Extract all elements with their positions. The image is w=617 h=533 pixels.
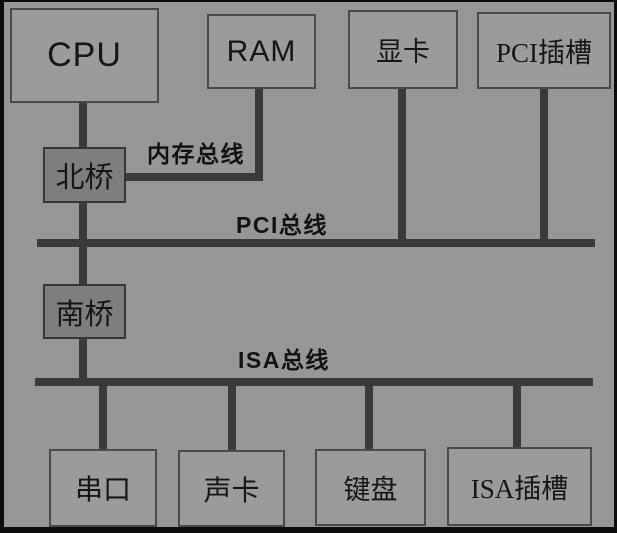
sound-card-box: 声卡 [178, 450, 285, 527]
keyboard-label: 键盘 [343, 475, 398, 505]
serial-port-label: 串口 [74, 475, 131, 506]
south-bridge-label: 南桥 [55, 298, 114, 331]
ram-label: RAM [226, 34, 297, 68]
south-bridge-box: 南桥 [43, 284, 126, 339]
connector-southbridge-isabus [79, 337, 87, 382]
isa-bus-label: ISA总线 [238, 347, 330, 373]
graphics-card-box: 显卡 [348, 10, 458, 89]
connector-pcislot-pcibus [540, 87, 548, 241]
connector-keyboard-isabus [365, 384, 373, 451]
ram-box: RAM [207, 14, 316, 89]
cpu-label: CPU [47, 36, 122, 74]
pci-bus-label: PCI总线 [236, 212, 328, 238]
connector-gpu-pcibus [398, 87, 406, 241]
isa-bus-line [35, 378, 593, 386]
cpu-box: CPU [10, 8, 159, 103]
memory-bus-label: 内存总线 [147, 141, 245, 167]
connector-isaslot-isabus [513, 384, 521, 449]
north-bridge-box: 北桥 [43, 147, 126, 203]
serial-port-box: 串口 [49, 449, 157, 527]
sound-card-label: 声卡 [203, 475, 260, 507]
graphics-card-label: 显卡 [376, 37, 430, 67]
isa-slot-box: ISA插槽 [447, 447, 592, 526]
pci-slot-label: PCI插槽 [495, 38, 593, 68]
pci-bus-line [37, 239, 595, 247]
connector-ram-memorybus [255, 87, 263, 181]
keyboard-box: 键盘 [315, 449, 426, 526]
connector-soundcard-isabus [228, 384, 236, 452]
memory-bus-line [126, 173, 263, 181]
pci-slot-box: PCI插槽 [477, 12, 611, 89]
north-bridge-label: 北桥 [55, 162, 114, 194]
isa-slot-label: ISA插槽 [470, 474, 569, 504]
connector-cpu-northbridge [79, 101, 87, 149]
connector-serialport-isabus [99, 384, 107, 451]
